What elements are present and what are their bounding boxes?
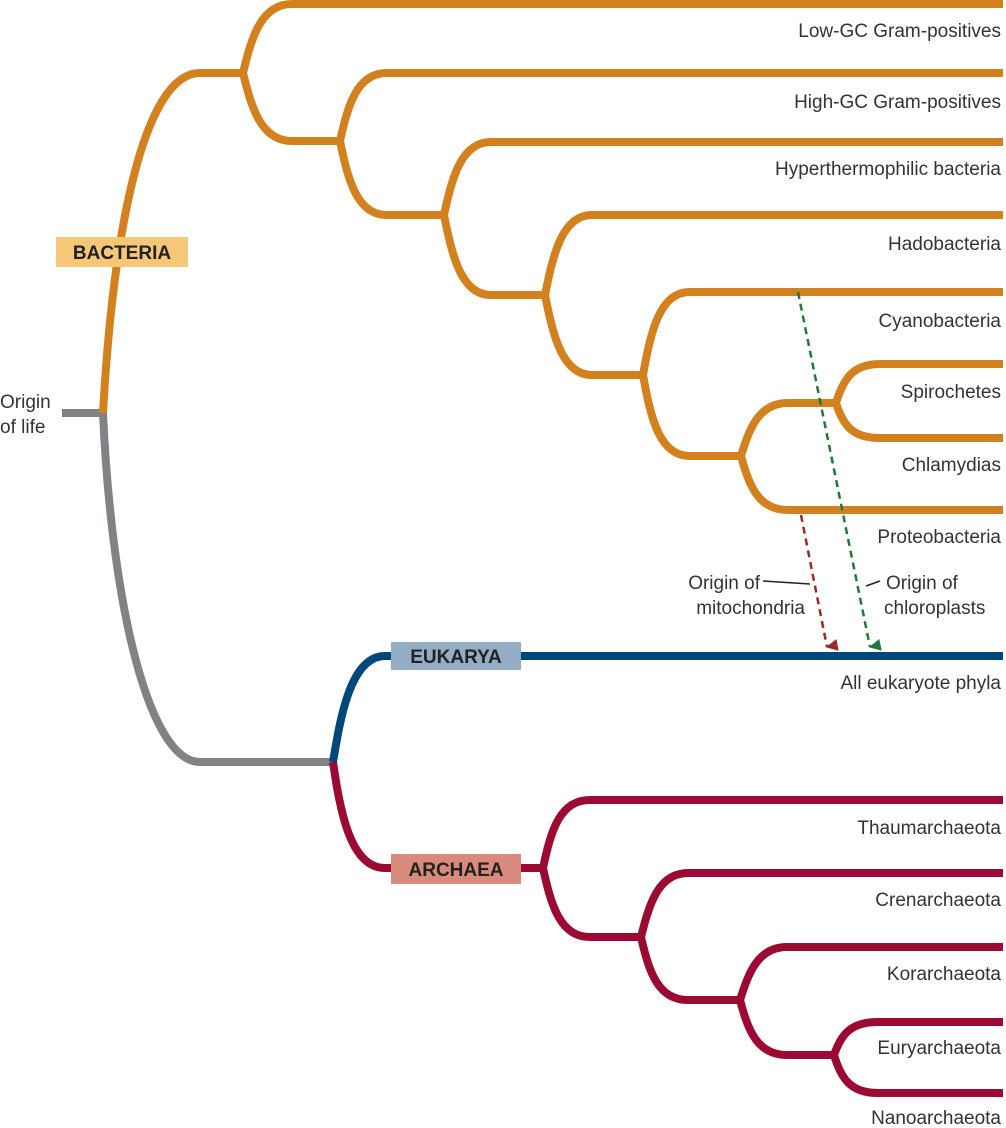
- branch-node-7: [737, 399, 836, 458]
- leaf-label: Low-GC Gram-positives: [798, 21, 1001, 42]
- leaf-label: Hadobacteria: [888, 234, 1001, 255]
- branch-high-gc: [336, 69, 1003, 142]
- branch-chlamydias: [832, 401, 1003, 442]
- archaea-leaf-labels: Thaumarchaeota Crenarchaeota Korarchaeot…: [857, 818, 1001, 1128]
- branch-archaea-node-2: [539, 867, 641, 941]
- branch-cyanobacteria: [639, 288, 1003, 376]
- branch-thaumarchaeota: [539, 796, 1003, 869]
- eukarya-branches: [329, 652, 1003, 763]
- bacteria-trunk: [99, 69, 243, 414]
- mitochondria-arrow: [799, 514, 839, 651]
- archaea-label-box: [391, 854, 521, 884]
- archaea-trunk: [329, 761, 543, 872]
- mitochondria-note-line2: mitochondria: [696, 598, 805, 619]
- eukarya-leaf-labels: All eukaryote phyla: [840, 673, 1001, 694]
- bacteria-branches: [99, 0, 1003, 514]
- chloroplasts-arrow: [796, 291, 882, 651]
- leaf-label: Proteobacteria: [877, 527, 1001, 548]
- chloroplasts-note-line1: Origin of: [886, 573, 959, 594]
- leaf-label: Chlamydias: [902, 455, 1001, 476]
- stem-to-neomura: [99, 412, 333, 766]
- origin-label-line1: Origin: [0, 392, 51, 413]
- branch-node-2: [239, 72, 340, 145]
- bacteria-label: BACTERIA: [73, 243, 171, 264]
- branch-crenarchaeota: [637, 869, 1003, 938]
- mitochondria-leader: [762, 580, 811, 585]
- branch-hadobacteria: [541, 211, 1003, 296]
- branch-eukarya: [329, 652, 1003, 763]
- branch-node-6: [639, 374, 741, 460]
- leaf-label: Thaumarchaeota: [857, 818, 1001, 839]
- leaf-label: High-GC Gram-positives: [794, 92, 1001, 113]
- root-stem: [62, 409, 333, 766]
- branch-korarchaeota: [736, 943, 1003, 1002]
- bacteria-label-box: [56, 237, 188, 267]
- leaf-label: Korarchaeota: [887, 964, 1002, 985]
- bacteria-leaf-labels: Low-GC Gram-positives High-GC Gram-posit…: [775, 21, 1001, 548]
- archaea-domain-label: ARCHAEA: [391, 854, 521, 884]
- branch-node-4: [440, 214, 545, 299]
- leaf-label: Spirochetes: [901, 382, 1001, 403]
- leaf-label: Nanoarchaeota: [871, 1108, 1001, 1128]
- mitochondria-note-line1: Origin of: [688, 573, 761, 594]
- eukarya-domain-label: EUKARYA: [391, 642, 521, 670]
- leaf-label: Hyperthermophilic bacteria: [775, 159, 1001, 180]
- endosymbiosis-arrows: [762, 291, 882, 651]
- archaea-branches: [329, 761, 1003, 1097]
- leaf-label: All eukaryote phyla: [840, 673, 1001, 694]
- archaea-label: ARCHAEA: [409, 860, 504, 881]
- branch-node-3: [336, 140, 444, 219]
- eukarya-label: EUKARYA: [410, 647, 502, 668]
- origin-of-life-label: Origin of life: [0, 392, 51, 438]
- bacteria-domain-label: BACTERIA: [56, 237, 188, 267]
- branch-archaea-node-4: [736, 998, 834, 1059]
- branch-node-5: [541, 294, 643, 379]
- branch-low-gc: [239, 0, 1003, 74]
- origin-label-line2: of life: [0, 417, 45, 438]
- leaf-label: Cyanobacteria: [878, 311, 1001, 332]
- branch-hyperthermophilic: [440, 138, 1003, 216]
- chloroplasts-leader: [865, 580, 881, 587]
- chloroplasts-note: Origin of chloroplasts: [884, 573, 985, 619]
- branch-euryarchaeota: [830, 1018, 1003, 1057]
- mitochondria-note: Origin of mitochondria: [688, 573, 805, 619]
- leaf-label: Euryarchaeota: [877, 1038, 1001, 1059]
- eukarya-label-box: [391, 642, 521, 670]
- leaf-label: Crenarchaeota: [875, 890, 1001, 911]
- chloroplasts-note-line2: chloroplasts: [884, 598, 985, 619]
- branch-nanoarchaeota: [830, 1053, 1003, 1097]
- branch-spirochetes: [832, 360, 1003, 405]
- branch-proteobacteria: [737, 454, 1003, 514]
- branch-archaea-node-3: [637, 936, 740, 1004]
